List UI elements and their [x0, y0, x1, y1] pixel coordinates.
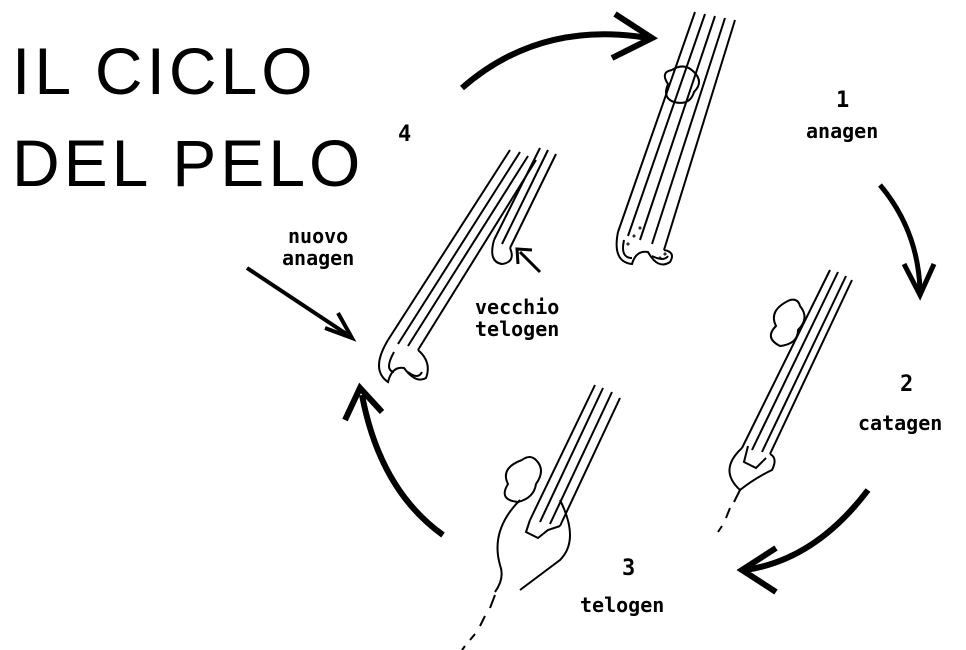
stage-3-number: 3 [622, 556, 635, 581]
title-line-1: IL CICLO [12, 38, 317, 104]
new-anagen-label: nuovo anagen [282, 225, 354, 269]
new-anagen-pointer-arrow [247, 268, 352, 338]
new-anagen-label-line-1: nuovo [282, 225, 354, 247]
cycle-arrow-2-to-3 [742, 490, 868, 592]
stage-2-label: catagen [858, 412, 942, 434]
catagen-follicle-drawing [718, 270, 852, 532]
stage-2-number: 2 [900, 372, 913, 397]
stage-1-number: 1 [836, 88, 849, 113]
cycle-arrow-1-to-2 [880, 185, 934, 295]
old-telogen-pointer-arrow [517, 249, 540, 272]
cycle-arrow-4-to-1 [462, 14, 652, 88]
cycle-arrow-3-to-4 [345, 388, 443, 535]
new-anagen-follicle-drawing [379, 148, 556, 382]
old-telogen-label: vecchio telogen [475, 296, 559, 340]
stage-4-number: 4 [398, 122, 411, 147]
title-line-2: DEL PELO [12, 130, 364, 196]
new-anagen-label-line-2: anagen [282, 247, 354, 269]
stage-3-label: telogen [580, 594, 664, 616]
old-telogen-label-line-2: telogen [475, 318, 559, 340]
old-telogen-label-line-1: vecchio [475, 296, 559, 318]
stage-1-label: anagen [806, 120, 878, 142]
